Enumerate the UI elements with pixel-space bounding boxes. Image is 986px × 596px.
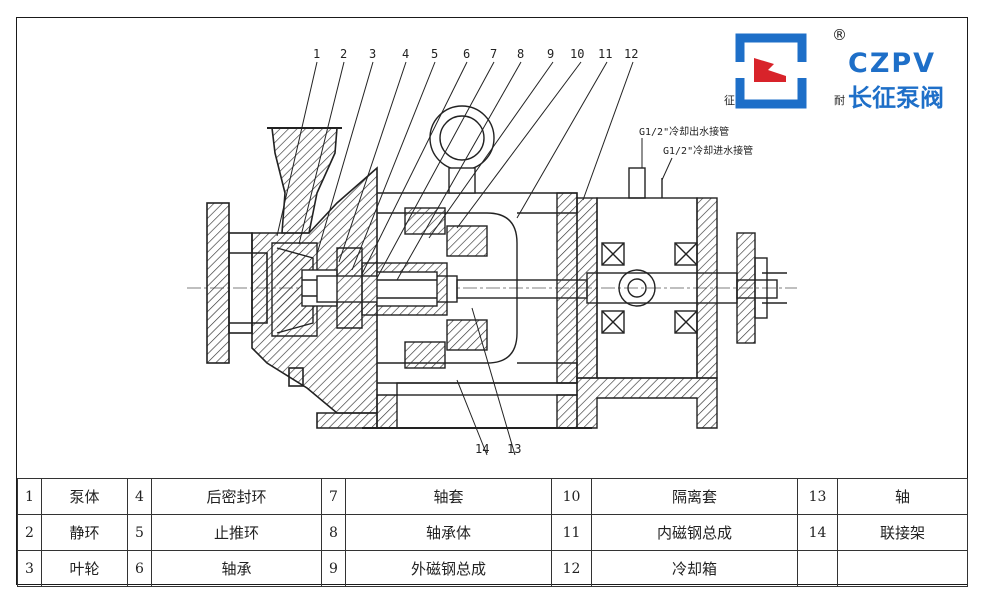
callout-5: 5 xyxy=(431,47,438,61)
part-number-cell: 11 xyxy=(551,514,592,551)
part-number-cell xyxy=(797,550,838,587)
part-name-cell: 静环 xyxy=(41,514,128,551)
part-number-cell: 3 xyxy=(17,550,42,587)
lifting-ring xyxy=(429,105,495,194)
shaft-assembly xyxy=(316,247,778,329)
callout-13: 13 xyxy=(507,442,521,456)
callout-7: 7 xyxy=(490,47,497,61)
callout-14: 14 xyxy=(475,442,489,456)
part-name-cell: 内磁钢总成 xyxy=(591,514,798,551)
callout-3: 3 xyxy=(369,47,376,61)
cooling-inlet-note: G1/2"冷却进水接管 xyxy=(663,144,753,157)
part-number-cell: 9 xyxy=(321,550,346,587)
cooling-outlet-note: G1/2"冷却出水接管 xyxy=(639,125,729,138)
part-name-cell: 冷却箱 xyxy=(591,550,798,587)
logo-registered-mark: ® xyxy=(832,26,847,44)
logo-right-char: 耐 xyxy=(834,94,845,107)
part-number-cell: 4 xyxy=(127,478,152,515)
part-number-cell: 14 xyxy=(797,514,838,551)
part-name-cell: 泵体 xyxy=(41,478,128,515)
part-number-cell: 13 xyxy=(797,478,838,515)
callout-12: 12 xyxy=(624,47,638,61)
pump-cross-section: 1 2 3 4 5 6 7 8 9 10 11 12 14 13 G1/2"冷却… xyxy=(187,47,797,456)
czpv-logo: 征 耐 ® CZPV 长征泵阀 xyxy=(724,26,944,112)
part-number-cell: 10 xyxy=(551,478,592,515)
part-name-cell xyxy=(837,550,968,587)
callout-11: 11 xyxy=(598,47,612,61)
callout-9: 9 xyxy=(547,47,554,61)
part-number-cell: 7 xyxy=(321,478,346,515)
logo-company-name: 长征泵阀 xyxy=(848,84,944,112)
part-name-cell: 后密封环 xyxy=(151,478,322,515)
drawing-frame: 1 2 3 4 5 6 7 8 9 10 11 12 14 13 G1/2"冷却… xyxy=(16,17,968,587)
logo-left-char: 征 xyxy=(724,94,735,107)
callout-numbers: 1 2 3 4 5 6 7 8 9 10 11 12 14 13 xyxy=(313,47,638,456)
part-name-cell: 轴承体 xyxy=(345,514,552,551)
callout-4: 4 xyxy=(402,47,409,61)
part-number-cell: 6 xyxy=(127,550,152,587)
callout-2: 2 xyxy=(340,47,347,61)
part-name-cell: 止推环 xyxy=(151,514,322,551)
logo-brand-text: CZPV xyxy=(848,48,936,79)
part-name-cell: 轴 xyxy=(837,478,968,515)
callout-1: 1 xyxy=(313,47,320,61)
cooling-box xyxy=(576,167,787,429)
callout-6: 6 xyxy=(463,47,470,61)
leader-lines xyxy=(276,61,673,456)
part-name-cell: 联接架 xyxy=(837,514,968,551)
part-number-cell: 5 xyxy=(127,514,152,551)
part-number-cell: 1 xyxy=(17,478,42,515)
part-name-cell: 轴承 xyxy=(151,550,322,587)
part-name-cell: 外磁钢总成 xyxy=(345,550,552,587)
part-number-cell: 12 xyxy=(551,550,592,587)
part-name-cell: 轴套 xyxy=(345,478,552,515)
part-name-cell: 隔离套 xyxy=(591,478,798,515)
logo-flag-icon xyxy=(754,58,786,82)
callout-8: 8 xyxy=(517,47,524,61)
callout-10: 10 xyxy=(570,47,584,61)
part-number-cell: 8 xyxy=(321,514,346,551)
part-name-cell: 叶轮 xyxy=(41,550,128,587)
part-number-cell: 2 xyxy=(17,514,42,551)
